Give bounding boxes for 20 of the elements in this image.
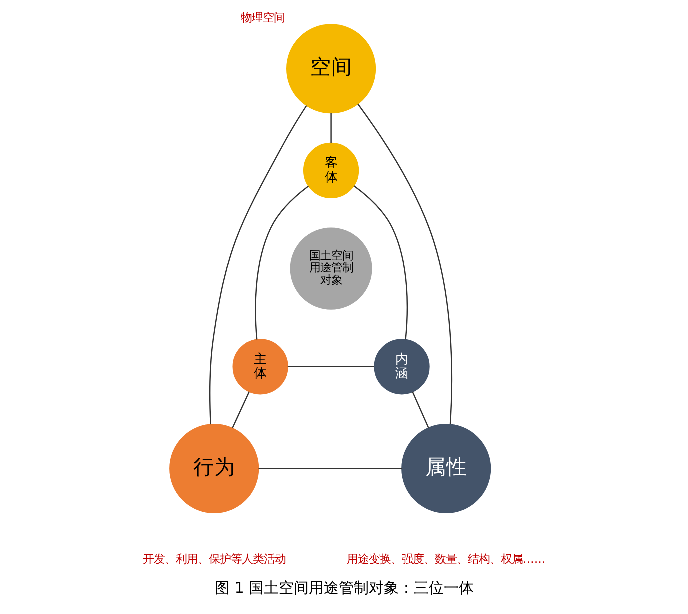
node-label: 用途变换、强度、数量、结构、权属…… <box>346 553 546 566</box>
connector <box>287 366 374 368</box>
node-label: 物理空间 <box>240 11 284 24</box>
connector <box>254 186 308 340</box>
connector <box>232 392 250 428</box>
node-circle: 国土空间用途管制对象 <box>290 228 372 310</box>
node-circle: 空间 <box>286 24 376 114</box>
connector <box>353 186 408 340</box>
node-label: 开发、利用、保护等人类活动 <box>142 553 286 566</box>
connector <box>209 106 307 425</box>
caption: 图 1 国土空间用途管制对象：三位一体 <box>214 579 474 598</box>
connector <box>412 392 429 428</box>
connector <box>357 104 452 424</box>
connector <box>258 468 402 470</box>
node-circle: 内涵 <box>374 339 430 395</box>
node-circle: 主体 <box>232 339 288 395</box>
node-circle: 行为 <box>169 424 259 514</box>
node-circle: 属性 <box>401 424 491 514</box>
node-circle: 客体 <box>302 142 359 199</box>
connector <box>330 113 332 144</box>
